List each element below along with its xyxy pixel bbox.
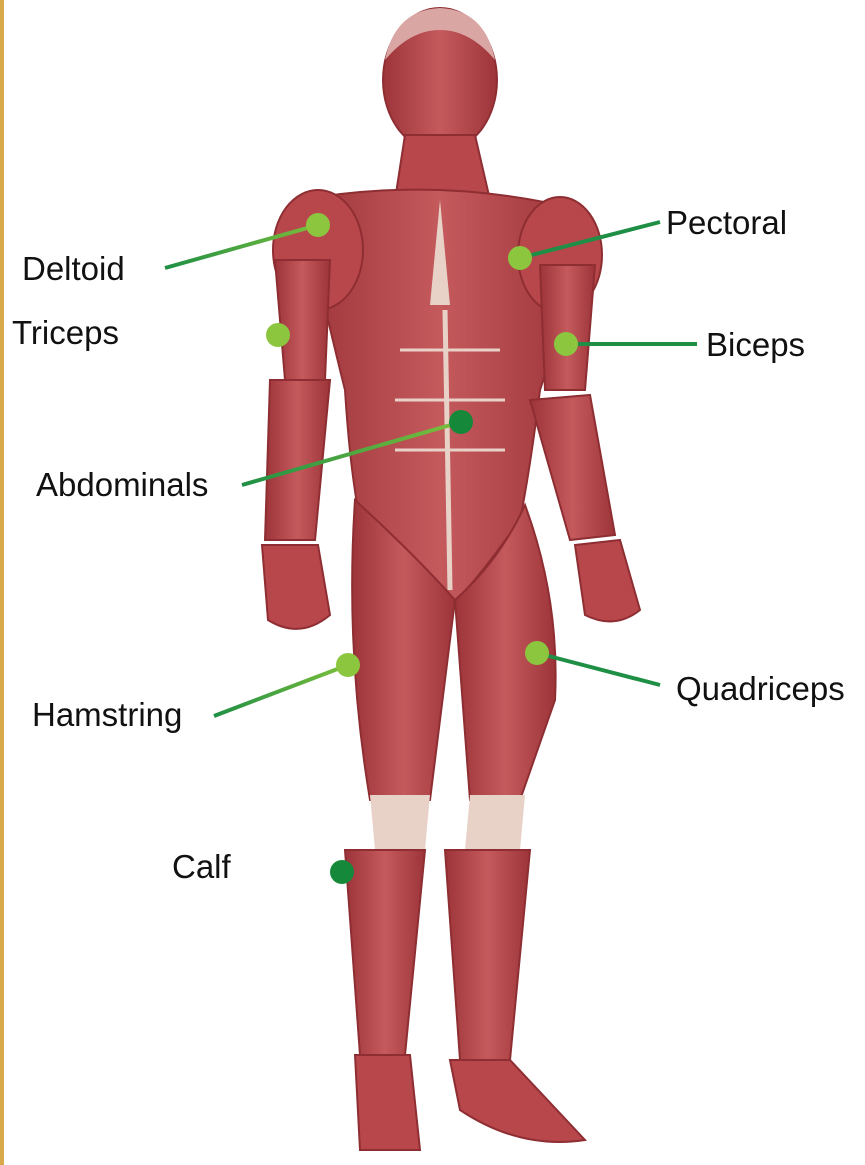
left-forearm [265,380,330,540]
left-shin [345,850,425,1055]
abdominals-label: Abdominals [36,468,208,501]
deltoid-marker [306,213,330,237]
right-forearm [530,395,615,540]
quadriceps-label: Quadriceps [676,672,845,705]
pectoral-label: Pectoral [666,206,787,239]
biceps-label: Biceps [706,328,805,361]
deltoid-label: Deltoid [22,252,125,285]
right-shin [445,850,530,1060]
abdominals-marker [449,410,473,434]
hamstring-pointer [214,665,348,716]
biceps-marker [554,332,578,356]
hamstring-marker [336,653,360,677]
calf-marker [330,860,354,884]
right-upper-arm [540,265,595,390]
left-upper-arm [275,260,330,380]
triceps-marker [266,323,290,347]
right-hand [575,540,640,621]
hamstring-label: Hamstring [32,698,182,731]
left-hand [262,545,330,629]
pectoral-marker [508,246,532,270]
calf-label: Calf [172,850,231,883]
triceps-label: Triceps [12,316,119,349]
left-knee [370,795,430,850]
quadriceps-marker [525,641,549,665]
right-foot [450,1060,585,1142]
right-knee [465,795,525,850]
left-foot [355,1055,420,1150]
body-silhouette [262,8,640,1150]
